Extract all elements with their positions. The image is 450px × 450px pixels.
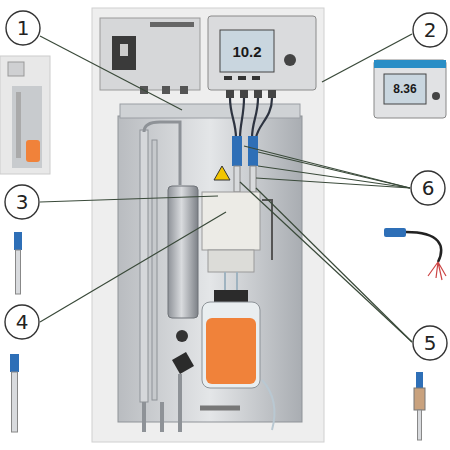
circle-shape [5, 305, 39, 339]
transmitter-top [374, 60, 446, 68]
circle-shape [5, 185, 39, 219]
display-reading: 8.36 [393, 83, 416, 95]
control-knob [432, 92, 440, 100]
inset-photo [0, 56, 50, 174]
callout-number: 6 [422, 178, 435, 198]
display-reading: 10.2 [232, 44, 261, 59]
callout-number: 4 [16, 312, 29, 332]
callout-number: 3 [16, 192, 29, 212]
logo-plate [150, 22, 194, 27]
transmitter-screen [220, 30, 274, 72]
cable-glands [226, 90, 276, 98]
cable-glands [140, 86, 188, 94]
valve-knob [176, 330, 188, 342]
warning-sign [214, 166, 230, 180]
transmitter-screen [384, 74, 426, 104]
inset-controller [8, 62, 24, 76]
orange-reagent [206, 318, 256, 384]
cell-base [208, 250, 254, 272]
circle-shape [413, 13, 447, 47]
filter-cylinder [168, 186, 198, 318]
sensor-5-image [414, 372, 425, 440]
cable-image [384, 228, 446, 280]
valve-symbol [172, 352, 194, 374]
outlet-pipes [144, 374, 180, 432]
sensor-3-image [14, 232, 22, 294]
callout-number: 5 [424, 333, 437, 353]
plate-top [120, 104, 300, 118]
pipe [144, 122, 180, 185]
inset-plate [12, 86, 42, 168]
control-knob [284, 54, 296, 66]
fitting [200, 406, 240, 411]
callout-circle: 2 [412, 12, 448, 48]
leader-lines [40, 34, 412, 342]
bottle-cap [214, 290, 248, 302]
transmitter-housing [208, 16, 316, 90]
callout-circle: 1 [5, 10, 41, 46]
sensor-cables [230, 98, 272, 138]
controller-box [100, 18, 200, 90]
callout-number: 2 [424, 20, 437, 40]
controller-window [112, 36, 136, 70]
flow-tube [140, 130, 148, 402]
transmitter-buttons [224, 76, 260, 80]
callout-circle: 5 [412, 325, 448, 361]
callout-circle: 4 [4, 304, 40, 340]
circle-shape [413, 326, 447, 360]
mounting-panel [92, 8, 324, 442]
switch-symbol [120, 44, 128, 56]
pipe [262, 200, 272, 260]
reagent-bottle [202, 302, 260, 388]
steel-plate [118, 116, 302, 422]
sensor-heads [232, 136, 258, 192]
inset-tube [16, 92, 21, 158]
circle-shape [6, 11, 40, 45]
tubing [225, 272, 237, 290]
inset-bottle [26, 140, 40, 162]
transmitter-image [374, 60, 446, 118]
callout-circle: 6 [410, 170, 446, 206]
tubing [262, 380, 274, 430]
flow-tube [152, 140, 157, 400]
circle-shape [411, 171, 445, 205]
callout-number: 1 [17, 18, 30, 38]
callout-circle: 3 [4, 184, 40, 220]
sensor-4-image [10, 354, 19, 432]
